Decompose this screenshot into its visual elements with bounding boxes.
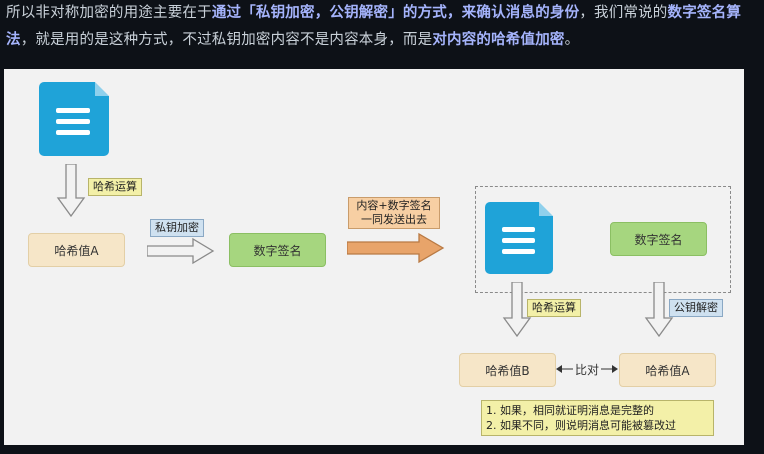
body-text: 。 [564,32,580,48]
highlight-text: 对内容的哈希值加密 [432,32,565,48]
body-text: ，我们常说的 [579,5,668,21]
digital-signature-box: 数字签名 [229,233,326,267]
note-line-2: 2. 如果不同，则说明消息可能被篡改过 [486,419,676,432]
arrow-down-icon [56,164,86,218]
verification-note: 1. 如果，相同就证明消息是完整的 2. 如果不同，则说明消息可能被篡改过 [481,400,714,436]
body-text: ，就是用的是这种方式，不过私钥加密内容不是内容本身，而是 [20,32,433,48]
body-text: 所以非对称加密的用途主要在于 [6,5,212,21]
highlight-text: 通过「私钥加密，公钥解密」的方式，来确认消息的身份 [211,5,580,21]
highlight-text: 数字签名算法 [6,5,742,48]
arrow-down-icon [644,282,674,338]
received-document-icon [485,202,553,274]
double-arrow-icon [347,232,445,264]
private-key-encrypt-label: 私钥加密 [150,219,204,237]
sender-document-icon [39,82,109,156]
arrow-right-icon [147,237,215,265]
send-label-line2: 一同发送出去 [361,213,427,226]
hash-value-a2-box: 哈希值A [619,353,716,387]
receiver-hash-calc-label: 哈希运算 [527,299,581,317]
note-line-1: 1. 如果，相同就证明消息是完整的 [486,404,654,417]
public-key-decrypt-label: 公钥解密 [669,299,723,317]
arrow-down-icon [502,282,532,338]
received-message-group [475,186,731,293]
explanation-paragraph: 所以非对称加密的用途主要在于通过「私钥加密，公钥解密」的方式，来确认消息的身份，… [6,0,758,54]
digital-signature-diagram: 哈希运算 哈希值A 私钥加密 数字签名 内容+数字签名 一同发送出去 数字签名 … [4,69,744,445]
compare-label: 比对 [573,361,602,378]
received-signature-box: 数字签名 [610,222,707,256]
hash-value-b-box: 哈希值B [459,353,556,387]
send-label: 内容+数字签名 一同发送出去 [348,197,440,229]
hash-value-a-box: 哈希值A [28,233,125,267]
hash-calc-label: 哈希运算 [88,178,142,196]
send-label-line1: 内容+数字签名 [356,199,432,212]
